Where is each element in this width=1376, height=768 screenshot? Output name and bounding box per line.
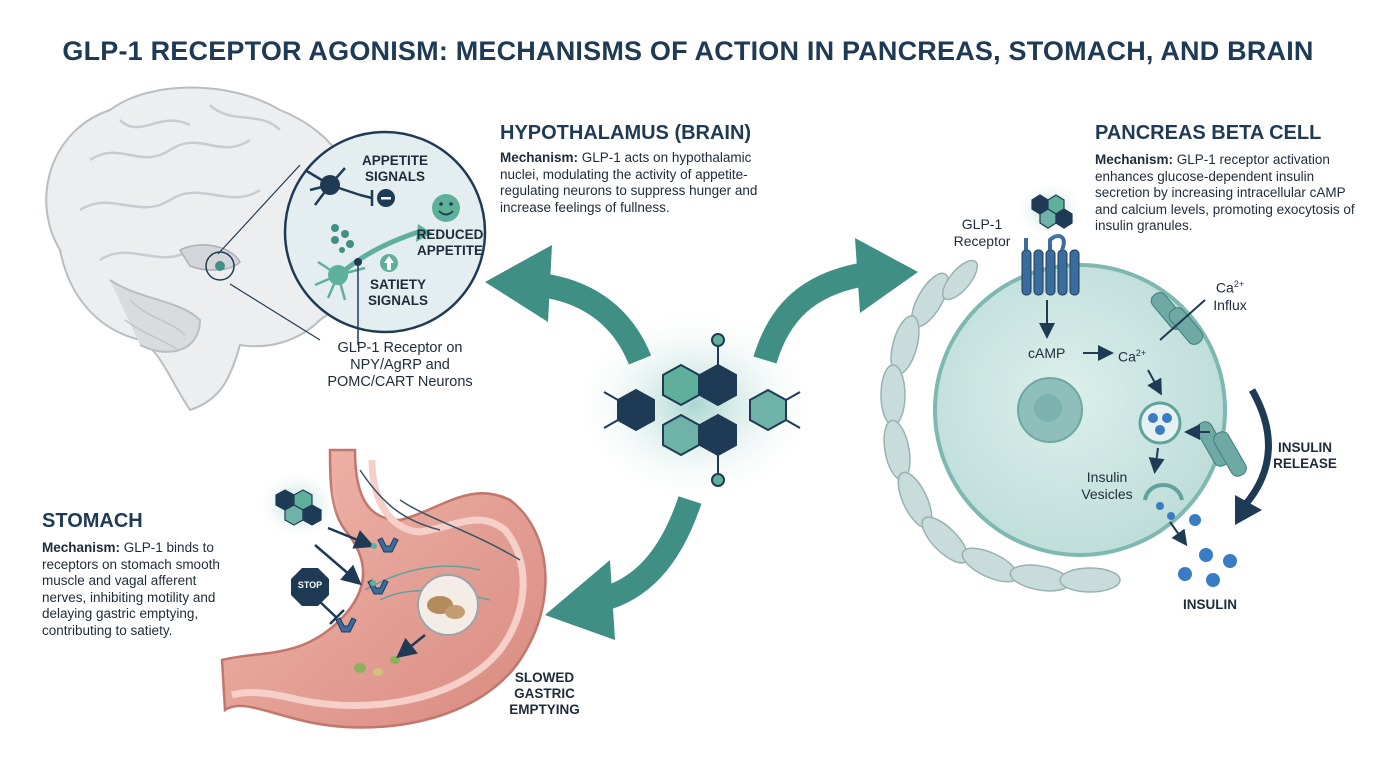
brain-mechanism-text: GLP-1 acts on hypothalamic nuclei, modul… xyxy=(500,150,758,215)
arrow-to-brain xyxy=(485,245,652,365)
reduced-appetite-label: REDUCED APPETITE xyxy=(416,227,484,258)
slowed-gastric-emptying-label: SLOWED GASTRIC EMPTYING xyxy=(509,670,580,717)
ligand-to-receptor-arrow-2 xyxy=(314,544,362,586)
insulin-release-arrow xyxy=(1242,388,1272,508)
zoom-line-bottom xyxy=(229,283,321,341)
pancreas-heading: PANCREAS BETA CELL xyxy=(1095,122,1322,144)
stop-inhibit-bar xyxy=(329,609,345,625)
inhibit-line xyxy=(359,193,373,200)
pancreas-mechanism-label: Mechanism: xyxy=(1095,152,1174,167)
hypothalamus-marker xyxy=(205,251,235,281)
brain-mechanism-label: Mechanism: xyxy=(500,150,579,165)
pancreas-surrounding-cells xyxy=(880,259,1121,593)
stomach-mechanism-text: GLP-1 binds to receptors on stomach smoo… xyxy=(42,540,220,638)
stomach-mechanism: Mechanism: GLP-1 binds to receptors on s… xyxy=(42,540,242,639)
npy-neuron-icon xyxy=(304,167,361,206)
ca-influx-ion: Ca xyxy=(1215,279,1234,296)
receptor-ligand-icon xyxy=(1031,194,1073,229)
hypothalamus-dot xyxy=(215,261,225,271)
stomach-receptor-icon xyxy=(335,537,399,633)
stop-label: STOP xyxy=(297,580,323,590)
pomc-neuron-icon xyxy=(314,260,366,301)
ca-influx-label: Ca2+ Influx xyxy=(1200,276,1260,314)
insulin-release-label: INSULIN RELEASE xyxy=(1273,440,1337,471)
exocytosis-pore xyxy=(1143,483,1184,501)
ca-influx-word: Influx xyxy=(1213,296,1247,313)
insulin-vesicles-label: Insulin Vesicles xyxy=(1081,469,1133,502)
vesicle-down-arrow xyxy=(1148,447,1165,474)
zoom-line-top xyxy=(217,164,301,255)
brain-receptor-note: GLP-1 Receptor on NPY/AgRP and POMC/CART… xyxy=(327,340,473,390)
hypothalamus-zoom-circle xyxy=(283,130,487,345)
ca-label: Ca2+ xyxy=(1118,345,1146,366)
page-title: GLP-1 RECEPTOR AGONISM: MECHANISMS OF AC… xyxy=(62,36,1314,66)
satiety-signals-label: SATIETY SIGNALS xyxy=(367,277,428,308)
glp1-cluster-icon xyxy=(331,224,354,253)
smiley-icon xyxy=(432,194,460,222)
insulin-release-small-arrow xyxy=(1169,521,1188,547)
ca-influx-arrow xyxy=(1159,299,1206,341)
stop-inhibit-line xyxy=(317,599,338,619)
stomach-mechanism-label: Mechanism: xyxy=(42,540,121,555)
insulin-label: INSULIN xyxy=(1183,597,1237,612)
ca-to-vesicle-arrow xyxy=(1147,369,1162,396)
stomach-heading: STOMACH xyxy=(42,510,143,532)
stop-sign-icon xyxy=(291,568,329,606)
glp1-receptor-icon xyxy=(1021,233,1080,296)
brain-mechanism: Mechanism: GLP-1 acts on hypothalamic nu… xyxy=(500,150,780,216)
arrow-to-stomach xyxy=(545,496,702,640)
glp1-receptor-label: GLP-1 Receptor xyxy=(953,216,1011,249)
glp1-agonist-molecule-icon xyxy=(603,333,801,487)
activation-arrow xyxy=(343,229,419,272)
brain-heading: HYPOTHALAMUS (BRAIN) xyxy=(500,122,752,144)
arrow-to-pancreas xyxy=(753,238,918,364)
pancreas-mechanism: Mechanism: GLP-1 receptor activation enh… xyxy=(1095,152,1355,235)
ligand-to-receptor-arrow-1 xyxy=(327,526,375,549)
insulin-vesicle-icon xyxy=(1138,401,1182,445)
pancreas-mechanism-text: GLP-1 receptor activation enhances gluco… xyxy=(1095,152,1355,233)
ca-ion: Ca xyxy=(1118,348,1136,365)
beta-cell xyxy=(933,263,1227,557)
stomach-ligand-icon xyxy=(275,489,322,526)
calcium-channel-icon xyxy=(1150,292,1204,345)
ca-sup: 2+ xyxy=(1135,348,1147,358)
appetite-signals-label: APPETITE SIGNALS xyxy=(361,153,428,184)
released-insulin-icon xyxy=(1156,502,1237,587)
camp-label: cAMP xyxy=(1028,345,1066,361)
ca-influx-sup: 2+ xyxy=(1233,279,1245,289)
